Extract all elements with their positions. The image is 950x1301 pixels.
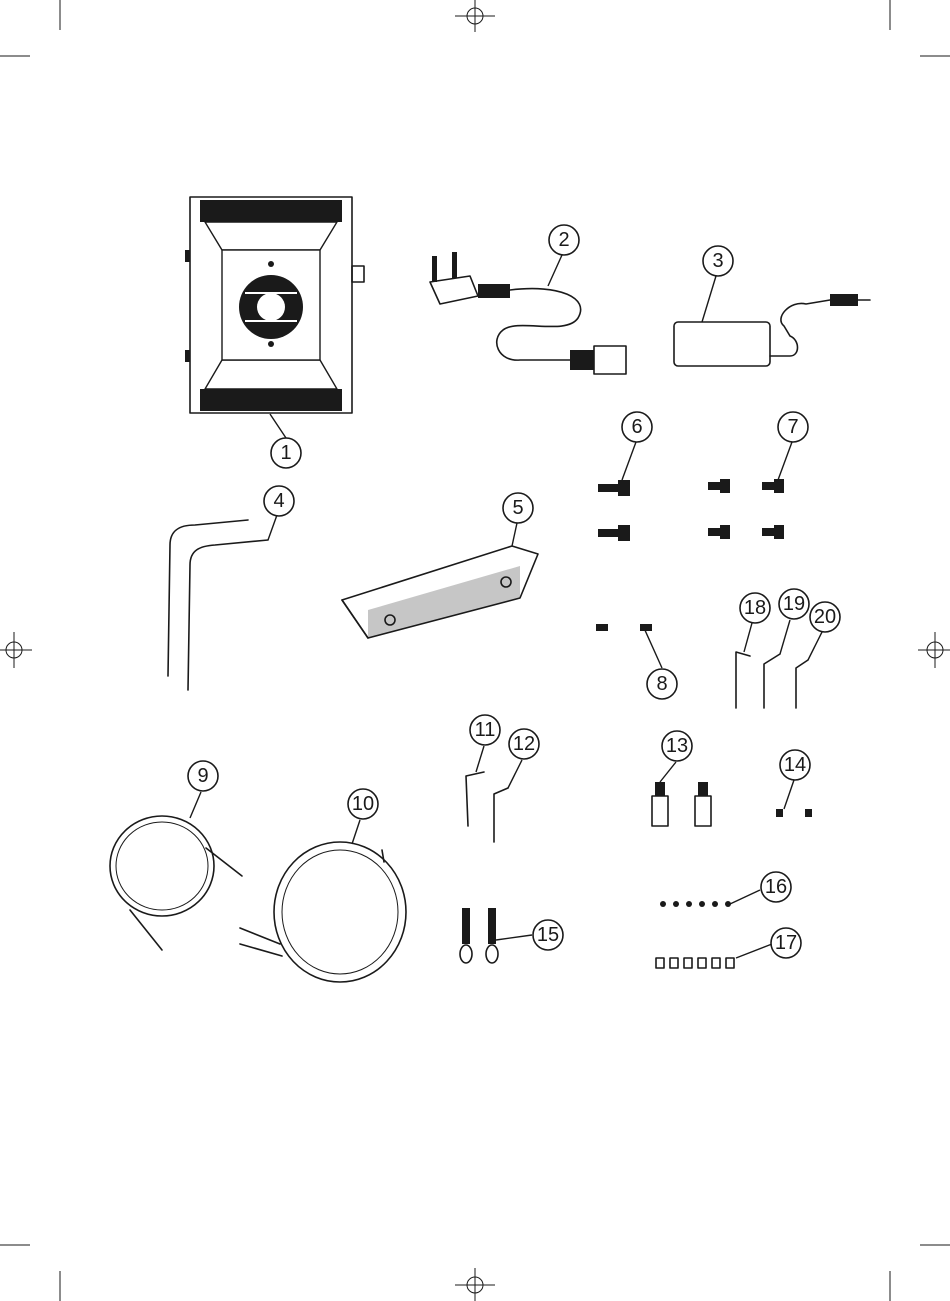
svg-text:9: 9 (197, 765, 208, 787)
svg-text:15: 15 (537, 924, 559, 946)
callout-4: 4 (264, 486, 294, 516)
callout-9: 9 (188, 761, 218, 791)
part-bolts (598, 480, 630, 541)
svg-text:18: 18 (744, 597, 766, 619)
svg-text:14: 14 (784, 754, 806, 776)
svg-text:11: 11 (475, 719, 496, 741)
callout-19: 19 (779, 589, 809, 619)
svg-text:8: 8 (656, 673, 667, 695)
registration-mark-bottom (455, 1268, 495, 1301)
registration-mark-left (0, 632, 32, 668)
part-cable-coil-small (110, 816, 242, 950)
part-power-cord (430, 252, 626, 374)
callout-10: 10 (348, 789, 378, 819)
svg-text:20: 20 (814, 606, 836, 628)
callout-8: 8 (647, 669, 677, 699)
svg-text:3: 3 (712, 250, 723, 272)
callout-13: 13 (662, 731, 692, 761)
callout-20: 20 (810, 602, 840, 632)
callout-15: 15 (533, 920, 563, 950)
part-l-keys (466, 772, 508, 842)
part-set-screws (596, 624, 652, 631)
callout-7: 7 (778, 412, 808, 442)
registration-mark-right (918, 632, 950, 668)
svg-text:10: 10 (352, 793, 374, 815)
svg-text:12: 12 (513, 733, 535, 755)
registration-mark-top (455, 0, 495, 32)
svg-text:17: 17 (775, 932, 797, 954)
part-mounting-bracket (342, 546, 538, 638)
callout-16: 16 (761, 872, 791, 902)
callout-18: 18 (740, 593, 770, 623)
part-main-unit (185, 197, 364, 413)
part-small-washers (660, 901, 731, 907)
callout-2: 2 (549, 225, 579, 255)
callout-17: 17 (771, 928, 801, 958)
part-eye-bolts (460, 908, 498, 963)
part-power-adapter (674, 294, 870, 366)
callout-14: 14 (780, 750, 810, 780)
part-spacers (656, 958, 734, 968)
part-nuts (776, 809, 812, 817)
svg-text:6: 6 (631, 416, 642, 438)
svg-text:7: 7 (787, 416, 798, 438)
callout-12: 12 (509, 729, 539, 759)
callout-1: 1 (271, 438, 301, 468)
svg-text:16: 16 (765, 876, 787, 898)
svg-text:13: 13 (666, 735, 688, 757)
callout-5: 5 (503, 493, 533, 523)
callout-6: 6 (622, 412, 652, 442)
svg-text:4: 4 (273, 490, 284, 512)
svg-text:5: 5 (512, 497, 523, 519)
callout-11: 11 (470, 715, 500, 745)
part-connectors (652, 782, 711, 826)
svg-text:2: 2 (558, 229, 569, 251)
part-small-hex-keys (736, 652, 808, 708)
svg-text:19: 19 (783, 593, 805, 615)
svg-text:1: 1 (280, 442, 291, 464)
part-cable-coil-large (240, 842, 406, 982)
part-short-bolts (708, 479, 784, 539)
callout-3: 3 (703, 246, 733, 276)
part-long-hex-keys (168, 520, 268, 690)
